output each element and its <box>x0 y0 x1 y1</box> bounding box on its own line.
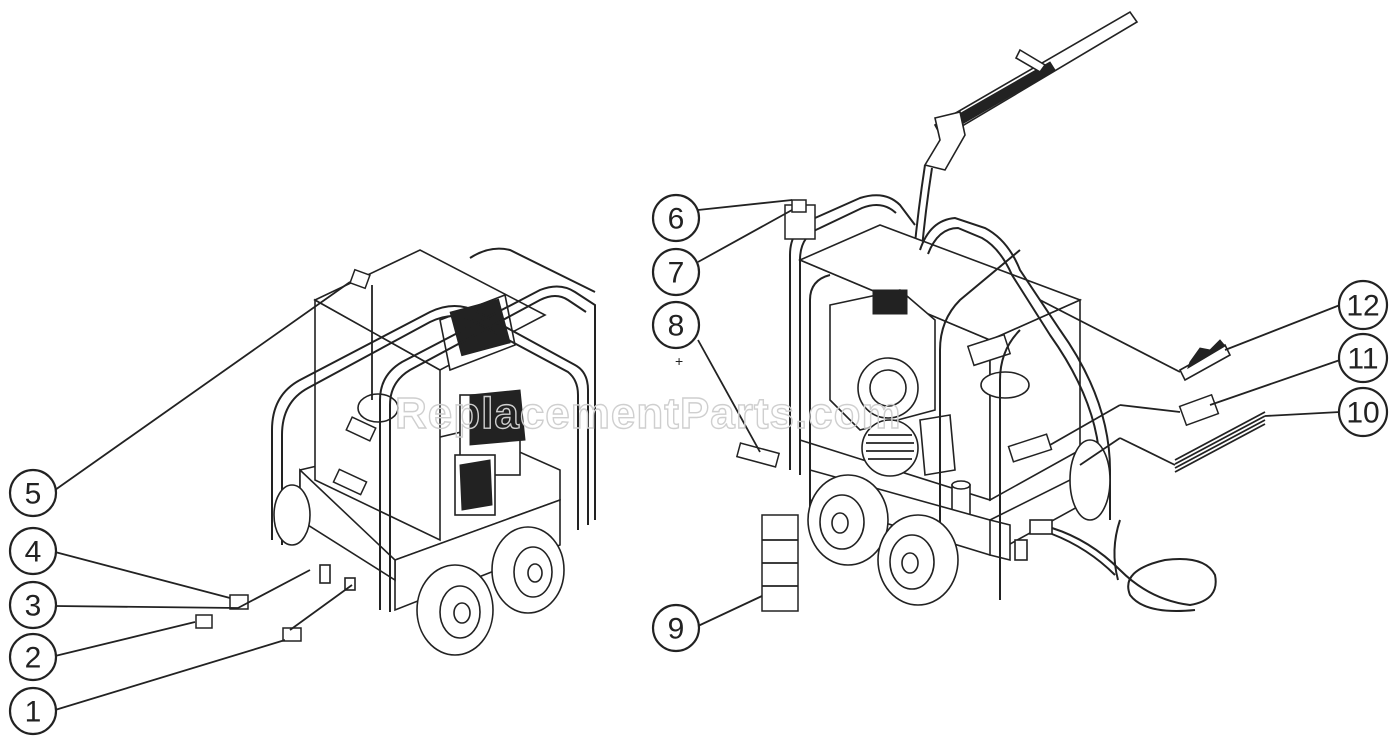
callout-label: 5 <box>25 478 42 511</box>
engine-grill <box>866 434 914 460</box>
watermark: ReplacementParts.com <box>395 389 902 438</box>
callout-label: 2 <box>25 642 42 675</box>
callout-label: 8 <box>668 310 685 343</box>
decal-1 <box>282 627 302 642</box>
reference-mark: + <box>675 353 683 369</box>
callout-4: 4 <box>8 526 58 576</box>
callout-2: 2 <box>8 632 58 682</box>
callout-label: 11 <box>1347 343 1378 376</box>
callout-label: 4 <box>25 536 42 569</box>
left-wheel-front <box>416 564 494 656</box>
left-wheel-rear <box>491 526 565 614</box>
decal-11 <box>1178 393 1220 427</box>
callout-10: 10 <box>1337 386 1389 438</box>
left-pressure-washer <box>195 247 596 656</box>
decal-7 <box>791 199 807 213</box>
decal-2 <box>195 614 213 629</box>
right-wheel-left <box>807 474 889 566</box>
decal-8 <box>735 442 781 468</box>
high-pressure-hose <box>1051 519 1217 612</box>
decal-12 <box>1178 339 1232 382</box>
callout-label: 1 <box>25 696 42 729</box>
callout-11: 11 <box>1337 332 1389 384</box>
callout-12: 12 <box>1337 279 1389 331</box>
callout-label: 9 <box>668 613 685 646</box>
decal-9 <box>761 514 799 612</box>
callout-1: 1 <box>8 686 58 736</box>
callout-label: 7 <box>668 257 685 290</box>
right-wheel-right <box>877 514 959 606</box>
callout-label: 12 <box>1346 290 1379 323</box>
leader-lines <box>54 199 1341 711</box>
callout-label: 6 <box>668 203 685 236</box>
decal-5 <box>349 268 371 290</box>
callout-5: 5 <box>8 468 58 518</box>
callout-label: 10 <box>1346 397 1379 430</box>
callout-3: 3 <box>8 580 58 630</box>
callout-6: 6 <box>651 193 701 243</box>
decal-10 <box>1174 411 1266 473</box>
callout-7: 7 <box>651 247 701 297</box>
callout-8: 8 <box>651 300 701 350</box>
callout-label: 3 <box>25 590 42 623</box>
right-pressure-washer: + <box>675 10 1266 612</box>
callout-9: 9 <box>651 603 701 653</box>
